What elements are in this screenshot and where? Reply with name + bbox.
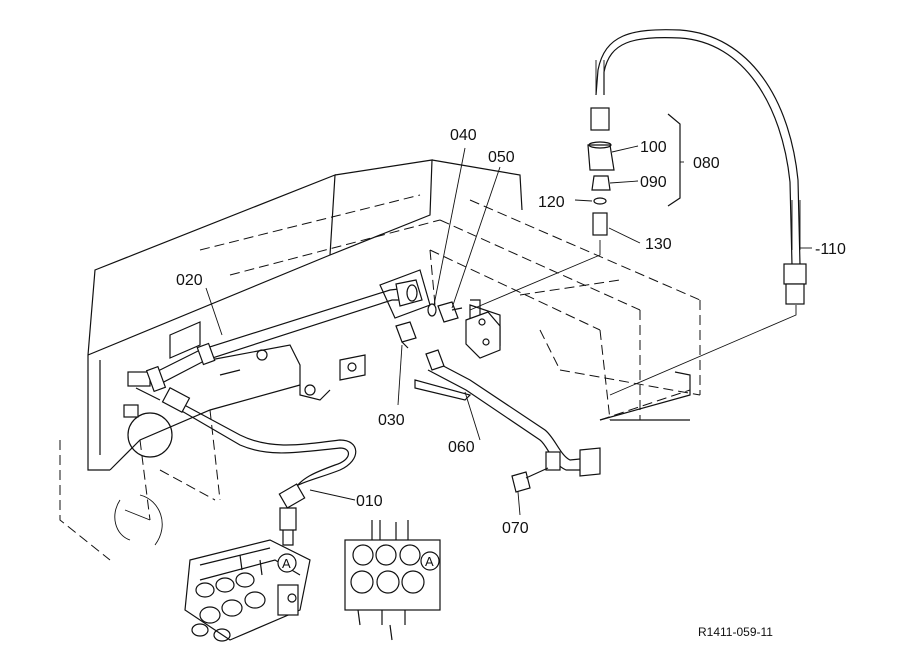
callout-130: 130 xyxy=(645,236,672,253)
oring-040 xyxy=(427,303,437,317)
callout-100: 100 xyxy=(640,139,667,156)
reference-code: R1411-059-11 xyxy=(698,625,773,639)
fitting-050 xyxy=(437,301,463,323)
hose-010 xyxy=(161,386,357,546)
callout-120: 120 xyxy=(538,194,565,211)
fitting-070 xyxy=(511,467,549,493)
pipe-060 xyxy=(425,349,601,477)
callout-020: 020 xyxy=(176,272,203,289)
gauge-assembly xyxy=(469,29,807,396)
callout-110: -110 xyxy=(815,241,846,258)
pipe-020 xyxy=(149,279,423,386)
callout-010: 010 xyxy=(356,493,383,510)
control-valve-left: A xyxy=(184,539,311,642)
fitting-030 xyxy=(395,321,417,349)
tractor-frame xyxy=(59,159,701,561)
callout-080: 080 xyxy=(693,155,720,172)
control-valve-front: A xyxy=(344,520,441,641)
callout-070: 070 xyxy=(502,520,529,537)
callout-labels: 020 010 030 040 050 060 070 080 090 100 … xyxy=(176,127,846,537)
callout-090: 090 xyxy=(640,174,667,191)
detail-circle-left xyxy=(277,553,297,573)
callout-060: 060 xyxy=(448,439,475,456)
callout-030: 030 xyxy=(378,412,405,429)
left-fittings xyxy=(123,365,167,418)
bracket-block xyxy=(465,311,501,359)
callout-050: 050 xyxy=(488,149,515,166)
detail-mark-left: A xyxy=(282,556,291,571)
detail-circle-right xyxy=(420,551,440,571)
leader-lines xyxy=(205,145,812,516)
callout-040: 040 xyxy=(450,127,477,144)
detail-mark-right: A xyxy=(425,554,434,569)
